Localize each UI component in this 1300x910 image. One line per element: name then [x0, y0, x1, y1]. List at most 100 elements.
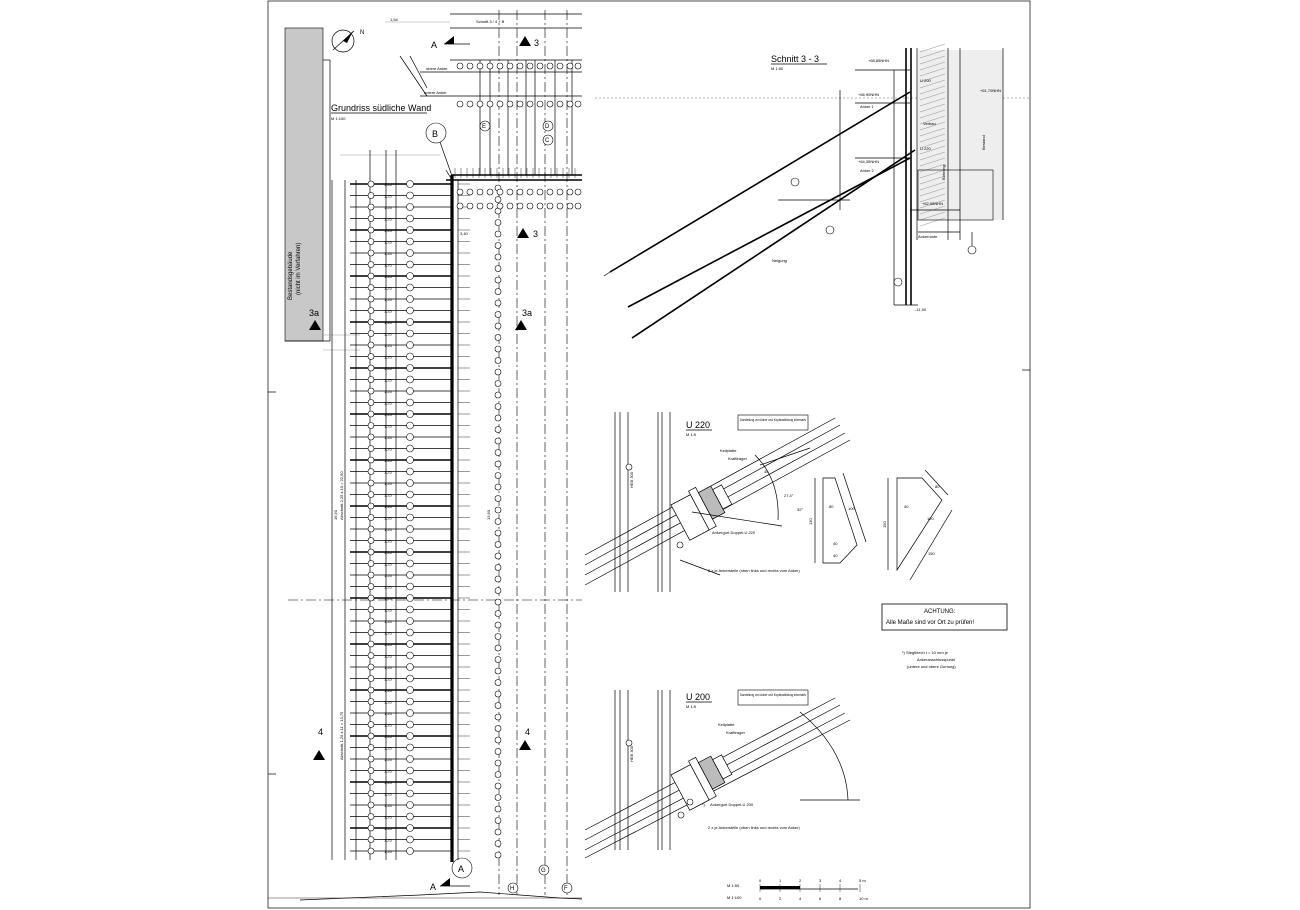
- anchor-row: 1,25: [350, 272, 502, 284]
- hatch-line: [919, 181, 946, 191]
- scale-tick-label-2: 0: [759, 896, 762, 901]
- anchor-row: 1,25: [350, 766, 502, 778]
- neighbor-building-label-2: (nicht im Verfahren): [296, 243, 302, 295]
- scale-tick-label: 4: [839, 878, 842, 883]
- hatch-line: [919, 127, 946, 137]
- scale-tick-label-2: 4: [799, 896, 802, 901]
- u220-scale: M 1:5: [686, 432, 697, 437]
- hatch-line: [919, 49, 946, 59]
- section-3-3: Schnitt 3 - 3 M 1:50 +68,85NHN +66,90NHN…: [603, 43, 1004, 339]
- axis-dot: [496, 188, 504, 196]
- label-bestand: Bestand: [981, 135, 986, 150]
- neighbor-building: [284, 27, 324, 342]
- anchor-row: 1,25: [350, 214, 502, 226]
- footnote-line2: Ankeranschlusspunkt: [917, 657, 956, 662]
- row-spacing-label: 1,25: [384, 355, 393, 360]
- anchor-row: 1,25: [350, 755, 502, 767]
- row-spacing-label: 1,25: [384, 573, 393, 578]
- svg-text:E: E: [482, 124, 486, 130]
- u200-schrauben: 2 x je Ankerstelle (oben links und recht…: [708, 825, 800, 830]
- row-spacing-label: 1,25: [384, 274, 393, 279]
- anchor-row: 1,25: [350, 686, 502, 698]
- anchor-row: 1,25: [350, 847, 502, 859]
- axis-dot: [496, 62, 504, 70]
- u200-title: U 200: [686, 692, 710, 702]
- hatch-line: [919, 121, 946, 131]
- axis-dot: [476, 62, 484, 70]
- footnote-line1: *) Steglblech t = 10 mm je: [902, 650, 949, 655]
- axis-dot: [536, 100, 544, 108]
- level-top2: +66,90NHN: [858, 92, 879, 97]
- axis-label-B: B: [432, 129, 438, 139]
- row-spacing-label: 1,25: [384, 849, 393, 854]
- row-spacing-label: 1,25: [384, 412, 393, 417]
- row-spacing-label: 1,25: [384, 769, 393, 774]
- svg-text:3: 3: [534, 38, 539, 48]
- u200-star: *): [702, 802, 706, 807]
- svg-text:40: 40: [833, 553, 838, 558]
- axis-dot: [486, 202, 494, 210]
- anchor-row: 1,25: [350, 410, 502, 422]
- anchor-row: 1,25: [350, 479, 502, 491]
- anchor-row: 1,25: [350, 709, 502, 721]
- row-spacing-label: 1,25: [384, 205, 393, 210]
- row-spacing-label: 1,25: [384, 585, 393, 590]
- axis-dot: [456, 100, 464, 108]
- anchor-row: 1,25: [350, 640, 502, 652]
- top-dim-label: Schnitt 3 / 4 + B: [476, 19, 505, 24]
- anchor-row: 1,25: [350, 398, 502, 410]
- anchor-row: 1,25: [350, 226, 502, 238]
- u220-keil: Keilplatte: [720, 448, 737, 453]
- section-3-3-scale: M 1:50: [771, 66, 784, 71]
- axis-dot: [506, 202, 514, 210]
- anchor-row: 1,25: [350, 789, 502, 801]
- left-long-dim-1: Abschnitt 2,25 x 10 = 22,50: [339, 471, 344, 520]
- anchor-row: 1,25: [350, 525, 502, 537]
- level-base: +61,70NHN: [980, 88, 1001, 93]
- row-spacing-label: 1,25: [384, 493, 393, 498]
- anchor-row: 1,25: [350, 387, 502, 399]
- hatch-line: [919, 133, 946, 143]
- row-spacing-label: 1,25: [384, 378, 393, 383]
- hatch-line: [919, 157, 946, 167]
- row-spacing-label: 1,25: [384, 677, 393, 682]
- axis-dot: [456, 62, 464, 70]
- section-marker-A-top: A: [431, 36, 470, 50]
- svg-text:4: 4: [318, 727, 323, 737]
- top-axis-row: [454, 62, 582, 210]
- anchor-row: 1,25: [350, 651, 502, 663]
- anchor-rows: 1,251,251,251,251,251,251,251,251,251,25…: [350, 180, 502, 859]
- level-top: +68,85NHN: [868, 58, 889, 63]
- section-3-3-title: Schnitt 3 - 3: [771, 54, 819, 64]
- row-spacing-label: 1,25: [384, 504, 393, 509]
- anchor-row: 1,25: [350, 548, 502, 560]
- wedge-plates: 130 80 40 100 40 150 120 80 150 40: [808, 469, 953, 581]
- svg-text:40: 40: [833, 541, 838, 546]
- svg-text:100: 100: [848, 506, 855, 511]
- row-spacing-label: 1,25: [384, 470, 393, 475]
- label-bohrung: Bohrung: [941, 165, 946, 180]
- anchor-row: 1,25: [350, 594, 502, 606]
- axis-dot: [506, 100, 514, 108]
- hatch-line: [919, 187, 946, 197]
- u220-kraft: Krafttrager: [728, 456, 748, 461]
- section-marker-3a-left: 3a: [309, 308, 321, 330]
- section-marker-3-mid: 3: [517, 228, 538, 239]
- wall-dim-b: 13,60: [486, 509, 491, 520]
- detail-u200: U 200 M 1:5 Darstellung von Anker und Ko…: [584, 689, 860, 859]
- hatch-line: [919, 115, 946, 125]
- row-spacing-label: 1,25: [384, 619, 393, 624]
- svg-text:130: 130: [808, 518, 813, 525]
- axis-dot: [556, 188, 564, 196]
- row-spacing-label: 1,25: [384, 608, 393, 613]
- svg-text:3a: 3a: [522, 308, 532, 318]
- axis-dot: [574, 62, 582, 70]
- hatch-line: [919, 67, 946, 77]
- hatch-line: [919, 79, 946, 89]
- label-neigung: Neigung: [772, 258, 787, 263]
- plan-view: Bestandsgebäude (nicht im Verfahren) N G…: [268, 10, 1030, 901]
- axis-label-A: A: [458, 864, 464, 874]
- svg-text:150: 150: [882, 521, 887, 528]
- scale-tick-label: 3: [819, 878, 822, 883]
- u200-kraft: Krafttrager: [726, 730, 746, 735]
